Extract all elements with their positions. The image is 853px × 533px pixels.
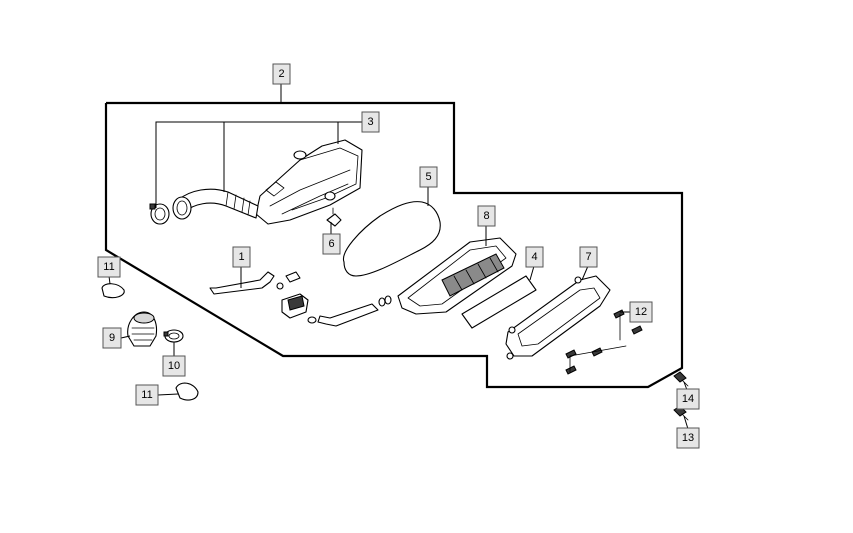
leader-lines — [108, 84, 689, 430]
svg-text:4: 4 — [531, 251, 537, 263]
callout-13: 13 — [676, 427, 700, 449]
callout-14: 14 — [676, 388, 700, 410]
svg-text:11: 11 — [141, 389, 152, 401]
intake-clamp — [149, 203, 170, 225]
svg-text:11: 11 — [103, 261, 114, 273]
fastener-part-6 — [326, 207, 342, 227]
callout-11-lower: 11 — [135, 384, 159, 406]
callout-3: 3 — [361, 111, 380, 133]
svg-text:6: 6 — [328, 238, 334, 250]
outer-clamp-b — [175, 382, 199, 401]
callout-4: 4 — [525, 246, 544, 268]
svg-text:2: 2 — [278, 68, 284, 80]
filter-sponge — [461, 275, 537, 329]
callout-1: 1 — [232, 246, 251, 268]
screw-set — [565, 309, 643, 375]
breather-hose — [209, 271, 392, 327]
air-box-housing — [255, 139, 363, 225]
svg-text:9: 9 — [109, 332, 115, 344]
svg-text:14: 14 — [682, 393, 694, 405]
callout-9: 9 — [102, 327, 122, 349]
filter-cover — [505, 275, 611, 360]
breather-valve — [276, 271, 309, 319]
svg-text:3: 3 — [367, 116, 373, 128]
svg-text:1: 1 — [238, 251, 244, 263]
filter-gasket-seal — [342, 201, 441, 277]
callout-7: 7 — [579, 246, 598, 268]
outer-clamp-a — [101, 283, 125, 299]
callout-2: 2 — [272, 63, 291, 85]
svg-text:7: 7 — [585, 251, 591, 263]
boot-clamp — [163, 329, 184, 343]
svg-text:8: 8 — [483, 210, 489, 222]
callout-12: 12 — [629, 301, 653, 323]
callout-5: 5 — [419, 166, 438, 188]
callout-11-upper: 11 — [97, 256, 121, 278]
intake-boot — [127, 311, 158, 347]
callout-8: 8 — [477, 205, 496, 227]
bolt-part-14 — [673, 371, 689, 387]
svg-text:12: 12 — [635, 306, 647, 318]
svg-text:13: 13 — [682, 432, 694, 444]
intake-duct — [172, 188, 259, 220]
svg-text:5: 5 — [425, 171, 431, 183]
filter-element — [441, 253, 505, 297]
assembly-frame-outline — [104, 101, 684, 389]
svg-text:10: 10 — [168, 360, 180, 372]
callout-10: 10 — [162, 355, 186, 377]
callout-6: 6 — [322, 233, 341, 255]
